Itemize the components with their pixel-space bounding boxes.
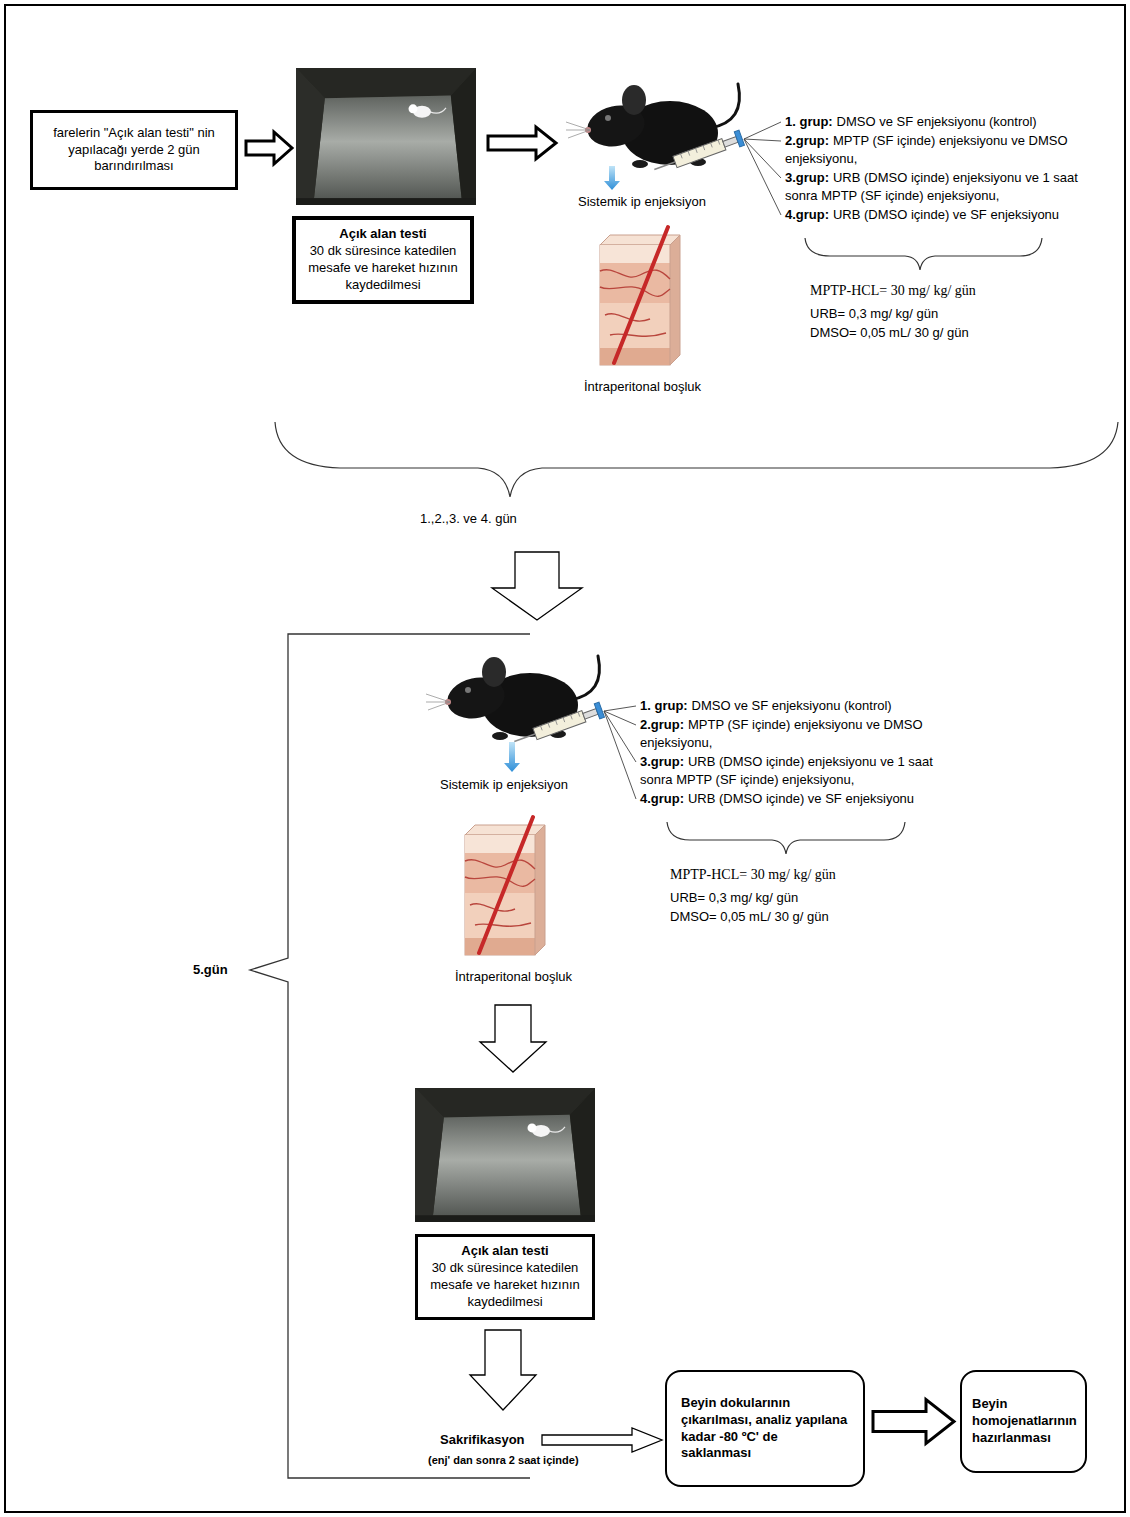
label-text: URB= 0,3 mg/ kg/ gün xyxy=(810,306,938,321)
box-text: farelerin "Açık alan testi" nin yapılaca… xyxy=(43,125,225,176)
label-text: Sistemik ip enjeksiyon xyxy=(578,194,706,209)
intraperitoneal-tissue-illustration xyxy=(465,817,545,955)
group-item: 2.grup:MPTP (SF içinde) enjeksiyonu ve D… xyxy=(640,716,940,752)
group-name: 1. grup: xyxy=(785,114,833,129)
group-name: 2.grup: xyxy=(785,133,829,148)
group-name: 1. grup: xyxy=(640,698,688,713)
label-text: DMSO= 0,05 mL/ 30 g/ gün xyxy=(810,325,969,340)
hollow-right-arrow xyxy=(246,132,292,164)
box-text: 30 dk süresince katedilen mesafe ve hare… xyxy=(304,243,462,294)
text-label: İntraperitonal boşluk xyxy=(455,968,572,986)
group-item: 2.grup:MPTP (SF içinde) enjeksiyonu ve D… xyxy=(785,132,1085,168)
group-name: 2.grup: xyxy=(640,717,684,732)
group-item: 1. grup: DMSO ve SF enjeksiyonu (kontrol) xyxy=(640,697,940,715)
mouse-syringe-illustration xyxy=(566,84,744,177)
hollow-right-arrow xyxy=(488,127,556,159)
box-text: 30 dk süresince katedilen mesafe ve hare… xyxy=(426,1260,584,1311)
text-label: (enj' dan sonra 2 saat içinde) xyxy=(428,1451,579,1469)
text-label: Sistemik ip enjeksiyon xyxy=(440,776,568,794)
label-text: İntraperitonal boşluk xyxy=(455,969,572,984)
text-label: Sakrifikasyon xyxy=(440,1431,525,1449)
days-brace xyxy=(275,422,1118,497)
hollow-down-arrow xyxy=(492,552,582,620)
label-text: 5.gün xyxy=(193,962,228,977)
syringe-fan-line xyxy=(744,139,781,178)
group-brace xyxy=(805,238,1042,270)
intraperitoneal-tissue-illustration xyxy=(600,227,680,365)
blue-down-arrow xyxy=(604,166,620,190)
box-heading: Açık alan testi xyxy=(426,1243,584,1260)
label-text: MPTP-HCL= 30 mg/ kg/ gün xyxy=(810,283,976,298)
box-text: Beyin homojenatlarının hazırlanması xyxy=(972,1396,1075,1447)
text-label: MPTP-HCL= 30 mg/ kg/ gün xyxy=(810,282,976,300)
group-name: 4.grup: xyxy=(785,207,829,222)
process-box: farelerin "Açık alan testi" nin yapılaca… xyxy=(30,110,238,190)
label-text: Sistemik ip enjeksiyon xyxy=(440,777,568,792)
label-text: 1.,2.,3. ve 4. gün xyxy=(420,511,517,526)
label-text: MPTP-HCL= 30 mg/ kg/ gün xyxy=(670,867,836,882)
process-box: Açık alan testi30 dk süresince katedilen… xyxy=(415,1234,595,1320)
group-item: 4.grup: URB (DMSO içinde) ve SF enjeksiyo… xyxy=(640,790,940,808)
text-label: URB= 0,3 mg/ kg/ gün xyxy=(810,305,938,323)
syringe-fan-line xyxy=(744,122,781,139)
rounded-process-box: Beyin homojenatlarının hazırlanması xyxy=(960,1370,1087,1473)
box-heading: Açık alan testi xyxy=(304,226,462,243)
syringe-fan-line xyxy=(604,706,636,711)
text-label: MPTP-HCL= 30 mg/ kg/ gün xyxy=(670,866,836,884)
day5-bracket xyxy=(250,634,530,1478)
group-item: 4.grup: URB (DMSO içinde) ve SF enjeksiyo… xyxy=(785,206,1085,224)
hollow-block-arrow xyxy=(873,1400,954,1444)
group-name: 3.grup: xyxy=(640,754,684,769)
group-description: DMSO ve SF enjeksiyonu (kontrol) xyxy=(692,698,892,713)
text-label: İntraperitonal boşluk xyxy=(584,378,701,396)
group-name: 3.grup: xyxy=(785,170,829,185)
blue-down-arrow xyxy=(504,742,520,772)
open-field-photo xyxy=(415,1088,595,1222)
text-label: DMSO= 0,05 mL/ 30 g/ gün xyxy=(810,324,969,342)
text-label: Sistemik ip enjeksiyon xyxy=(578,193,706,211)
group-item: 3.grup:URB (DMSO içinde) enjeksiyonu ve … xyxy=(785,169,1085,205)
syringe-fan-line xyxy=(744,139,781,215)
label-text: Sakrifikasyon xyxy=(440,1432,525,1447)
label-text: (enj' dan sonra 2 saat içinde) xyxy=(428,1454,579,1466)
group-item: 3.grup:URB (DMSO içinde) enjeksiyonu ve … xyxy=(640,753,940,789)
syringe-fan-line xyxy=(744,139,781,141)
process-box: Açık alan testi30 dk süresince katedilen… xyxy=(292,216,474,304)
group-description: URB (DMSO içinde) ve SF enjeksiyonu xyxy=(688,791,914,806)
group-description: DMSO ve SF enjeksiyonu (kontrol) xyxy=(837,114,1037,129)
hollow-down-arrow xyxy=(480,1005,546,1072)
box-text: Beyin dokularının çıkarılması, analiz ya… xyxy=(681,1395,849,1463)
text-label: 1.,2.,3. ve 4. gün xyxy=(420,510,517,528)
hollow-right-arrow xyxy=(542,1428,662,1452)
hollow-down-arrow xyxy=(470,1330,536,1410)
page-border xyxy=(5,5,1125,1512)
syringe-fan-line xyxy=(604,711,636,799)
rounded-process-box: Beyin dokularının çıkarılması, analiz ya… xyxy=(665,1370,865,1487)
group-description: URB (DMSO içinde) ve SF enjeksiyonu xyxy=(833,207,1059,222)
group-name: 4.grup: xyxy=(640,791,684,806)
label-text: İntraperitonal boşluk xyxy=(584,379,701,394)
label-text: URB= 0,3 mg/ kg/ gün xyxy=(670,890,798,905)
mouse-syringe-illustration xyxy=(426,656,604,749)
label-text: DMSO= 0,05 mL/ 30 g/ gün xyxy=(670,909,829,924)
text-label: URB= 0,3 mg/ kg/ gün xyxy=(670,889,798,907)
group-brace xyxy=(667,822,905,854)
open-field-photo xyxy=(296,68,476,205)
text-label: DMSO= 0,05 mL/ 30 g/ gün xyxy=(670,908,829,926)
text-label: 5.gün xyxy=(193,961,228,979)
group-item: 1. grup: DMSO ve SF enjeksiyonu (kontrol) xyxy=(785,113,1085,131)
